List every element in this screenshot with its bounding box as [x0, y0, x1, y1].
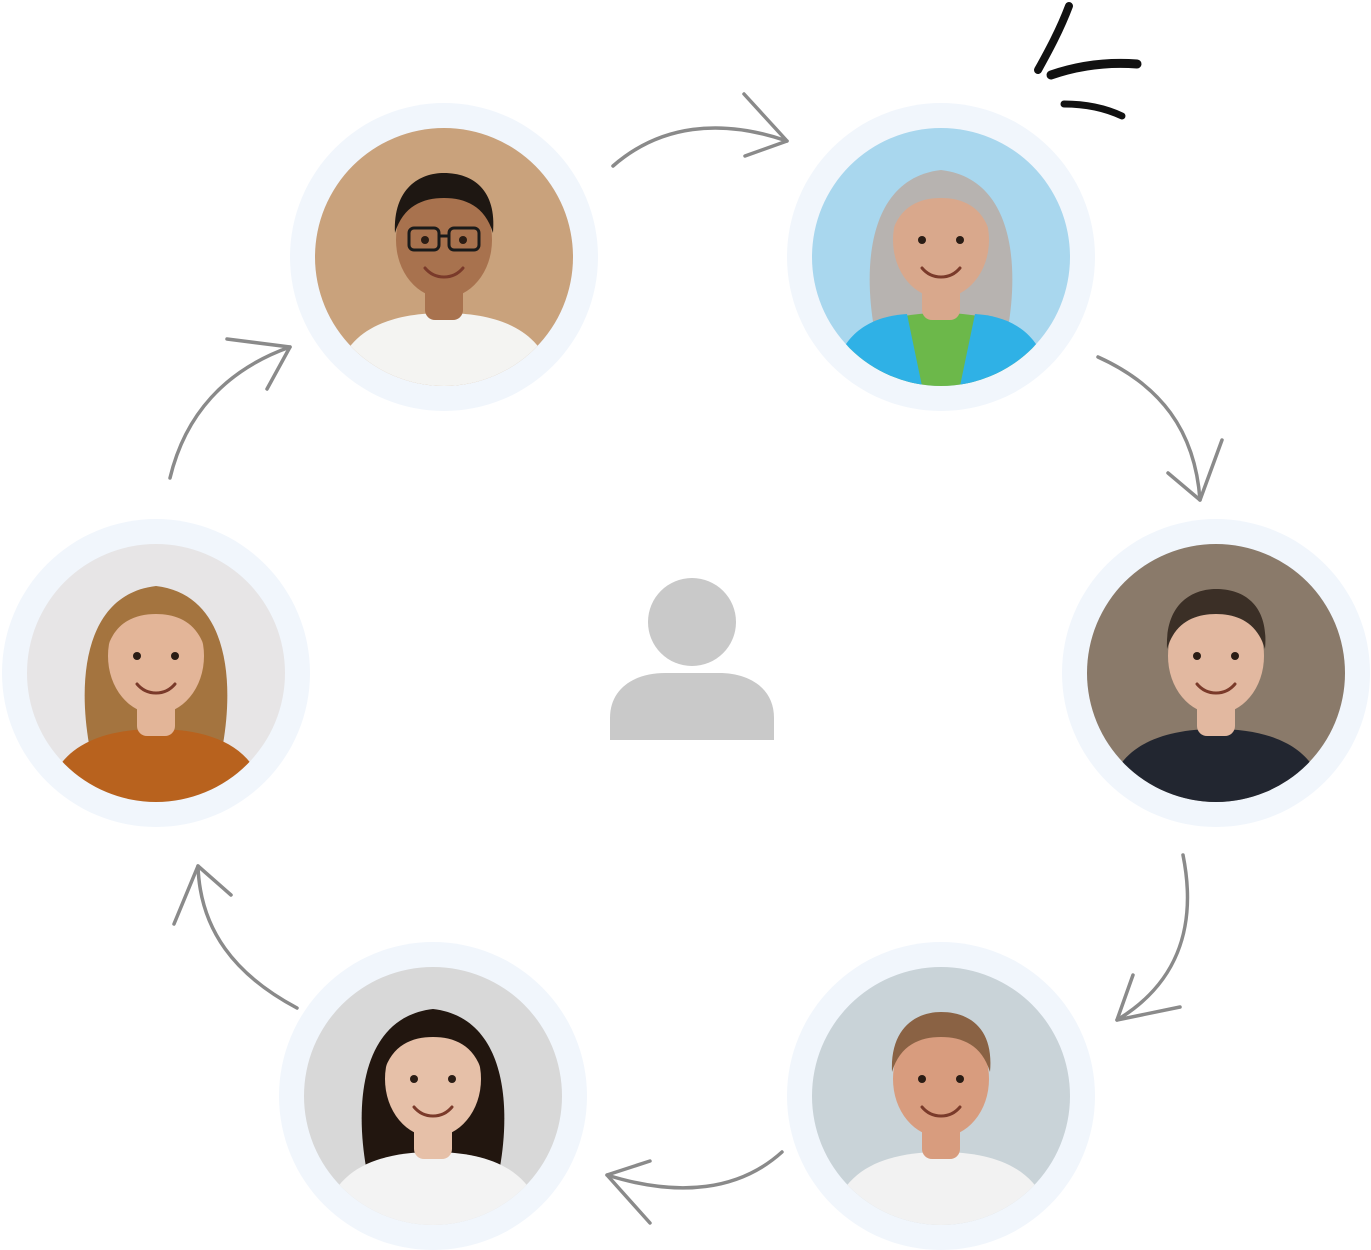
arrow-bottom-left-head	[172, 864, 233, 926]
arrow-top-right	[1096, 355, 1202, 502]
smiling-man-portrait-icon	[812, 967, 1070, 1225]
arrow-bottom-right	[1115, 853, 1190, 1022]
avatar-top-right	[787, 103, 1095, 411]
arrow-top-head	[742, 92, 789, 158]
smiling-woman-dark-hair-portrait-icon	[304, 967, 562, 1225]
arrow-bottom-left	[196, 864, 299, 1010]
avatar-bottom-left	[279, 942, 587, 1250]
arrow-top	[611, 126, 789, 168]
avatar-top-left	[290, 103, 598, 411]
young-man-portrait-icon	[1087, 544, 1345, 802]
woman-gray-hair-portrait-icon	[812, 128, 1070, 386]
avatar-right	[1062, 519, 1370, 827]
arrow-bottom	[605, 1150, 784, 1190]
arrow-bottom-right-head	[1115, 973, 1182, 1022]
avatar-bottom-right	[787, 942, 1095, 1250]
avatar-left	[2, 519, 310, 827]
woman-blonde-hair-portrait-icon	[27, 544, 285, 802]
man-with-glasses-portrait-icon	[315, 128, 573, 386]
arrow-left-head	[225, 337, 292, 391]
arrow-top-right-head	[1166, 438, 1224, 502]
arrow-left	[168, 345, 292, 480]
arrow-bottom-head	[605, 1159, 652, 1225]
center-user-icon	[610, 578, 774, 740]
